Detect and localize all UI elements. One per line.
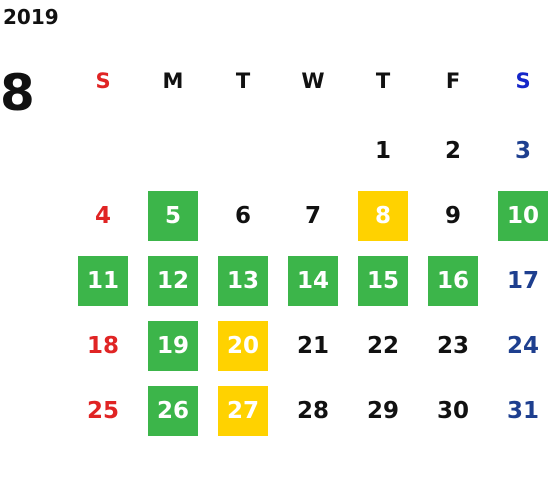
day-cell-16[interactable]: 16 [428,256,478,306]
day-cell-2[interactable]: 2 [444,138,461,164]
day-cell-24[interactable]: 24 [506,333,539,359]
day-cell-6[interactable]: 6 [234,203,251,229]
day-cell-7[interactable]: 7 [304,203,321,229]
day-cell-26[interactable]: 26 [148,386,198,436]
year-label: 2019 [3,5,59,29]
day-cell-4[interactable]: 4 [94,203,111,229]
day-cell-23[interactable]: 23 [436,333,469,359]
day-cell-21[interactable]: 21 [296,333,329,359]
day-cell-20[interactable]: 20 [218,321,268,371]
day-cell-3[interactable]: 3 [514,138,531,164]
day-cell-17[interactable]: 17 [506,268,539,294]
day-cell-11[interactable]: 11 [78,256,128,306]
month-number: 8 [0,64,35,122]
day-cell-8[interactable]: 8 [358,191,408,241]
day-cell-27[interactable]: 27 [218,386,268,436]
day-cell-15[interactable]: 15 [358,256,408,306]
weekday-header-fri: F [445,69,461,93]
weekday-header-sat: S [515,69,531,93]
weekday-header-mon: M [162,69,184,93]
day-cell-22[interactable]: 22 [366,333,399,359]
weekday-header-thu: T [375,69,391,93]
day-cell-19[interactable]: 19 [148,321,198,371]
day-cell-25[interactable]: 25 [86,398,119,424]
day-cell-18[interactable]: 18 [86,333,119,359]
day-cell-28[interactable]: 28 [296,398,329,424]
weekday-header-sun: S [95,69,111,93]
day-cell-31[interactable]: 31 [506,398,539,424]
day-cell-30[interactable]: 30 [436,398,469,424]
day-cell-13[interactable]: 13 [218,256,268,306]
day-cell-9[interactable]: 9 [444,203,461,229]
day-cell-10[interactable]: 10 [498,191,548,241]
day-cell-29[interactable]: 29 [366,398,399,424]
day-cell-1[interactable]: 1 [374,138,391,164]
weekday-header-tue: T [235,69,251,93]
day-cell-12[interactable]: 12 [148,256,198,306]
weekday-header-wed: W [301,69,325,93]
day-cell-5[interactable]: 5 [148,191,198,241]
day-cell-14[interactable]: 14 [288,256,338,306]
